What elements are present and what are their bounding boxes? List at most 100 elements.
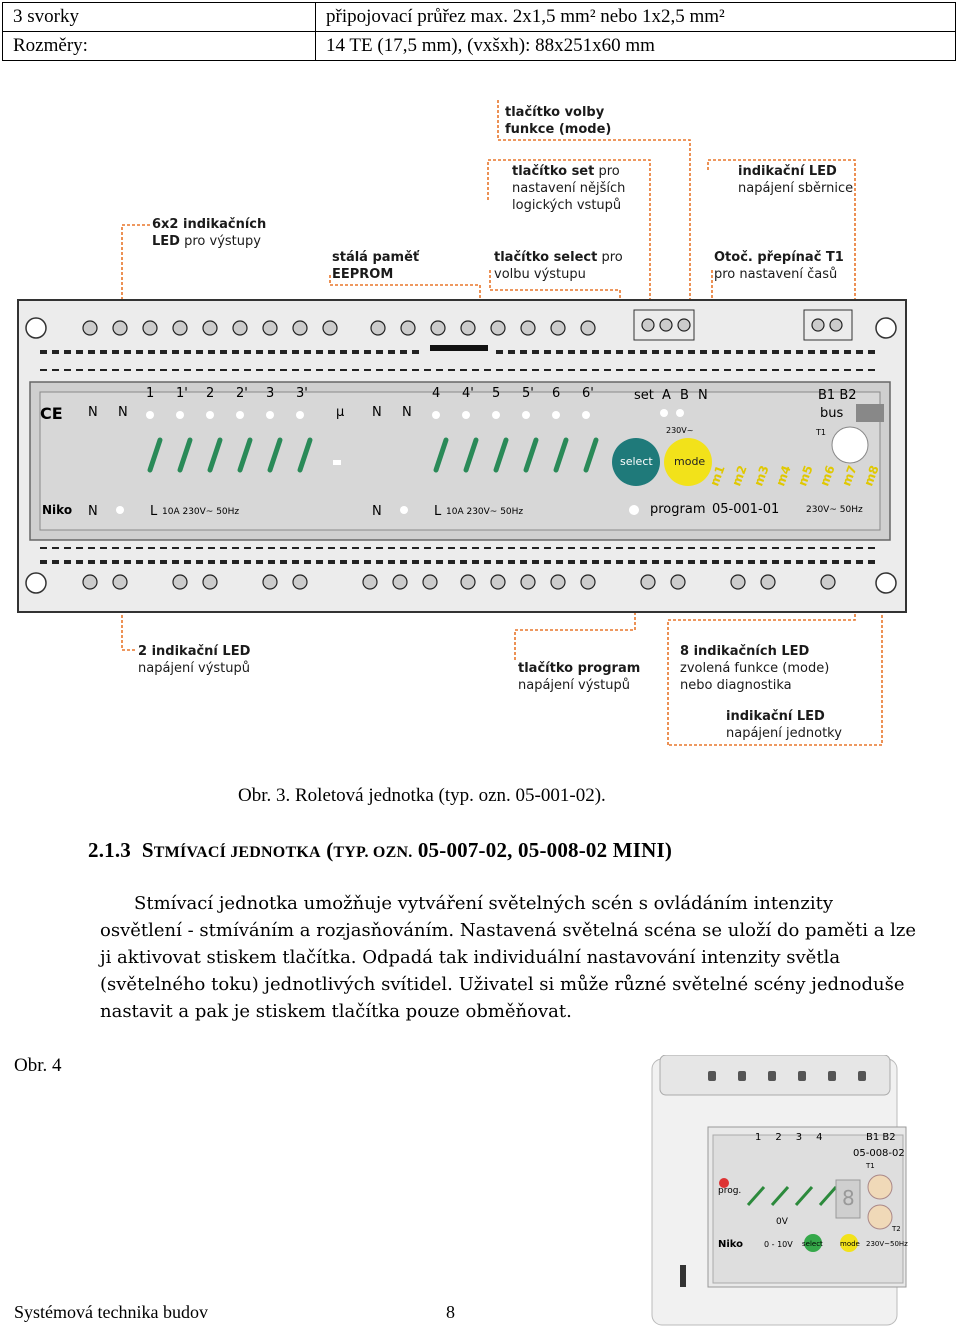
- rating-right: 10A 230V~ 50Hz: [446, 507, 523, 517]
- t1-label: T1: [816, 428, 826, 437]
- table-cell: připojovací průřez max. 2x1,5 mm² nebo 1…: [316, 3, 956, 32]
- callout-rest: napájení výstupů: [138, 661, 250, 676]
- callout-bold: 2 indikační LED: [138, 644, 250, 659]
- photo-channel-label: 3: [796, 1132, 802, 1143]
- body-paragraph: Stmívací jednotka umožňuje vytváření svě…: [100, 890, 920, 1025]
- l-label: L: [434, 504, 441, 519]
- voltage-small: 230V~: [666, 426, 693, 435]
- bus-label: bus: [820, 406, 843, 421]
- brand-logo: Niko: [42, 503, 72, 517]
- callout-rest: napájení výstupů: [518, 678, 630, 693]
- photo-channels: 1 2 3 4: [755, 1132, 823, 1143]
- callout-unit-led: indikační LED napájení jednotky: [726, 708, 856, 742]
- section-codes: 05-007-02, 05-008-02 MINI): [412, 838, 672, 862]
- select-label: select: [620, 455, 653, 468]
- section-title-rest: TMÍVACÍ JEDNOTKA: [154, 844, 321, 861]
- photo-range: 0 - 10V: [764, 1240, 793, 1249]
- callout-rest: napájení sběrnice: [738, 181, 853, 196]
- photo-model: 05-008-02: [853, 1148, 905, 1159]
- spec-table: 3 svorky připojovací průřez max. 2x1,5 m…: [2, 2, 956, 61]
- supply-label: 230V~ 50Hz: [806, 505, 863, 515]
- n-label: N: [88, 405, 98, 420]
- photo-channel-label: 1: [755, 1132, 761, 1143]
- photo-select: select: [802, 1240, 823, 1248]
- callout-bold: indikační LED: [726, 709, 825, 724]
- channel-label: 5: [492, 386, 500, 401]
- table-cell: 14 TE (17,5 mm), (vxšxh): 88x251x60 mm: [316, 32, 956, 61]
- photo-prog: prog.: [718, 1186, 741, 1196]
- n-label: N: [118, 405, 128, 420]
- rating-left: 10A 230V~ 50Hz: [162, 507, 239, 517]
- table-cell: Rozměry:: [3, 32, 316, 61]
- callout-bold: Otoč. přepínač T1: [714, 250, 844, 265]
- callout-bold: 8 indikačních LED: [680, 644, 809, 659]
- n-label: N: [372, 405, 382, 420]
- table-row: 3 svorky připojovací průřez max. 2x1,5 m…: [3, 3, 956, 32]
- callout-rest: pro výstupy: [180, 234, 261, 249]
- callout-set-button: tlačítko set pro nastavení nějších logic…: [512, 163, 630, 214]
- photo-channel-label: 2: [775, 1132, 781, 1143]
- photo-supply: 230V~50Hz: [866, 1240, 908, 1248]
- photo-channel-label: 4: [816, 1132, 822, 1143]
- l-label: L: [150, 504, 157, 519]
- channel-label: 2: [206, 386, 214, 401]
- mu-label: μ: [336, 405, 344, 420]
- photo-digit: 8: [842, 1186, 855, 1210]
- mode-label: mode: [674, 455, 705, 468]
- bus-terminals: B1 B2: [818, 388, 857, 403]
- a-label: A: [662, 388, 671, 403]
- channel-label: 6': [582, 386, 594, 401]
- callout-bus-led: indikační LED napájení sběrnice: [738, 163, 868, 197]
- dimmer-photo: [648, 1055, 913, 1326]
- photo-zero-v: 0V: [776, 1217, 788, 1227]
- callout-bold: tlačítko set: [512, 164, 594, 179]
- photo-brand: Niko: [718, 1239, 743, 1250]
- photo-bus: B1 B2: [866, 1132, 896, 1143]
- section-heading: 2.1.3 STMÍVACÍ JEDNOTKA (TYP. OZN. 05-00…: [88, 838, 672, 863]
- model-label: 05-001-01: [712, 502, 779, 517]
- callout-bold: tlačítko program: [518, 661, 640, 676]
- n-label: N: [402, 405, 412, 420]
- program-label: program: [650, 502, 706, 517]
- photo-t2: T2: [892, 1225, 901, 1233]
- callout-output-leds: 6x2 indikačních LED pro výstupy: [152, 216, 270, 250]
- n-label: N: [88, 504, 98, 519]
- ce-mark: CE: [40, 404, 63, 423]
- table-cell: 3 svorky: [3, 3, 316, 32]
- b-label: B: [680, 388, 689, 403]
- callout-rest: zvolená funkce (mode) nebo diagnostika: [680, 661, 829, 693]
- channel-label: 3: [266, 386, 274, 401]
- page-number: 8: [446, 1302, 455, 1323]
- channel-label: 3': [296, 386, 308, 401]
- figure-caption: Obr. 3. Roletová jednotka (typ. ozn. 05-…: [238, 785, 606, 807]
- section-typ: TYP. OZN.: [333, 844, 412, 861]
- table-row: Rozměry: 14 TE (17,5 mm), (vxšxh): 88x25…: [3, 32, 956, 61]
- device-body: [18, 300, 906, 612]
- channel-label: 4: [432, 386, 440, 401]
- callout-mode-leds: 8 indikačních LED zvolená funkce (mode) n…: [680, 643, 840, 694]
- callout-rest: napájení jednotky: [726, 726, 842, 741]
- callout-power-leds: 2 indikační LED napájení výstupů: [138, 643, 253, 677]
- channel-label: 4': [462, 386, 474, 401]
- photo-mode: mode: [840, 1240, 860, 1248]
- callout-bold: stálá paměť EEPROM: [332, 250, 419, 282]
- mode-led-row: m1 m2 m3 m4 m5 m6 m7 m8: [708, 470, 880, 484]
- n-label: N: [698, 388, 708, 403]
- section-number: 2.1.3: [88, 838, 131, 862]
- callout-rest: pro nastavení časů: [714, 267, 837, 282]
- callout-rotary-switch: Otoč. přepínač T1 pro nastavení časů: [714, 249, 844, 283]
- callout-mode-button: tlačítko volby funkce (mode): [505, 104, 625, 138]
- n-label: N: [372, 504, 382, 519]
- callout-program-button: tlačítko program napájení výstupů: [518, 660, 642, 694]
- channel-label: 2': [236, 386, 248, 401]
- callout-bold: indikační LED: [738, 164, 837, 179]
- set-label: set: [634, 388, 654, 403]
- callout-eeprom: stálá paměť EEPROM: [332, 249, 422, 283]
- footer-title: Systémová technika budov: [14, 1302, 208, 1323]
- channel-label: 5': [522, 386, 534, 401]
- channel-label: 6: [552, 386, 560, 401]
- figure-caption: Obr. 4: [14, 1055, 62, 1077]
- callout-bold: tlačítko volby funkce (mode): [505, 105, 611, 137]
- channel-label: 1: [146, 386, 154, 401]
- channel-label: 1': [176, 386, 188, 401]
